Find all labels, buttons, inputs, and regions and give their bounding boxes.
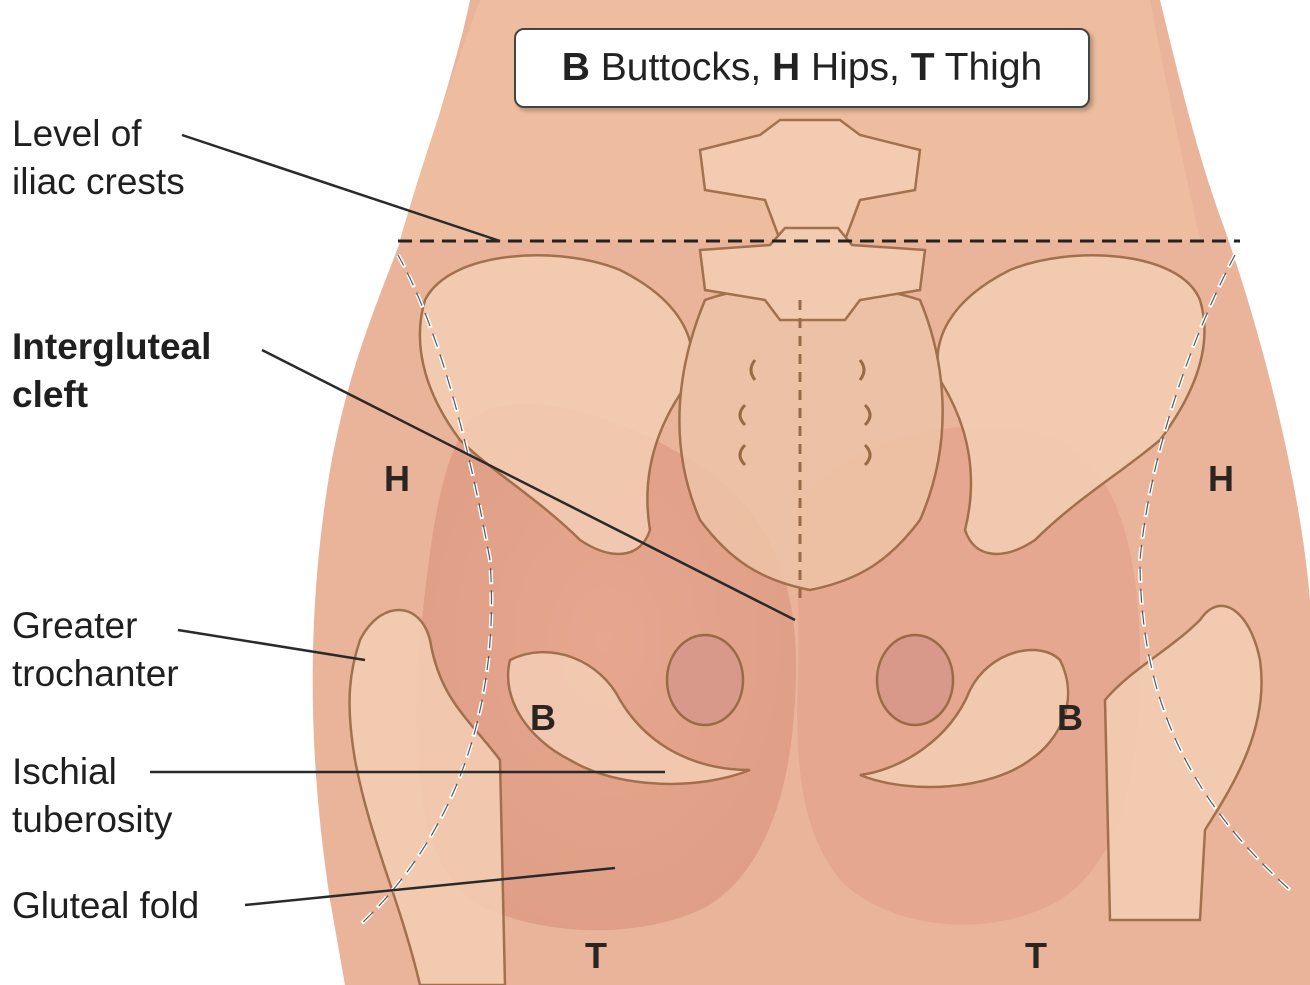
zone-thigh-left: T [585,935,607,977]
legend-h-key: H [772,46,800,89]
right-obturator-foramen [877,635,953,725]
legend-b-key: B [562,46,590,89]
zone-buttock-right: B [1057,697,1083,739]
legend-h-text: Hips, [800,46,911,89]
label-ischial-tuberosity: Ischial tuberosity [12,748,172,844]
legend-t-text: Thigh [935,46,1043,89]
legend-b-text: Buttocks, [590,46,772,89]
label-intergluteal-cleft: Intergluteal cleft [12,323,211,419]
label-greater-trochanter: Greater trochanter [12,602,179,698]
label-gluteal-fold: Gluteal fold [12,882,199,930]
zone-hip-left: H [384,458,410,500]
left-obturator-foramen [667,635,743,725]
legend-box: B Buttocks, H Hips, T Thigh [514,28,1090,108]
zone-thigh-right: T [1025,935,1047,977]
label-iliac-crests: Level of iliac crests [12,110,185,206]
zone-hip-right: H [1208,458,1234,500]
legend-t-key: T [911,46,935,89]
zone-buttock-left: B [530,697,556,739]
